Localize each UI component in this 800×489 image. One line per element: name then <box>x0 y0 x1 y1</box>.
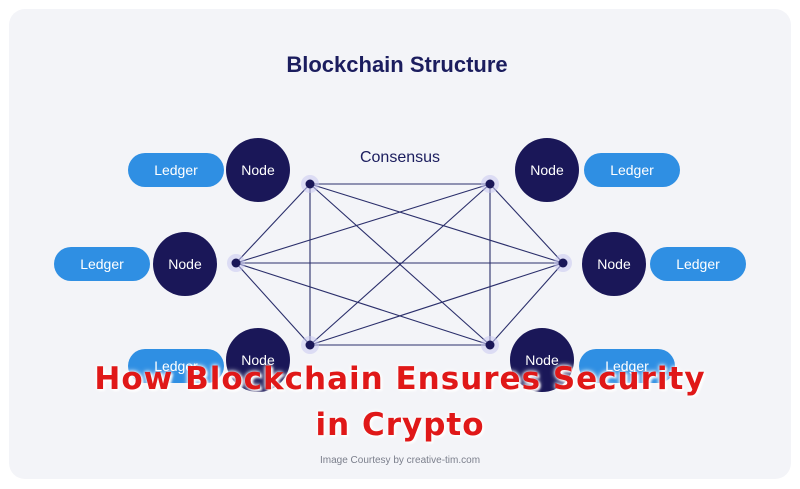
node-circle <box>226 138 290 202</box>
ledger-label: Ledger <box>610 162 654 178</box>
node-label: Node <box>241 352 275 368</box>
diagram-title: Blockchain Structure <box>286 52 507 77</box>
hub-point <box>305 340 315 350</box>
ledger-pill <box>128 349 224 383</box>
ledger-label: Ledger <box>80 256 124 272</box>
node-label: Node <box>597 256 631 272</box>
image-credit: Image Courtesy by creative-tim.com <box>319 455 481 466</box>
consensus-hubs <box>227 175 572 354</box>
network-edges <box>235 183 564 346</box>
overlay-headline: How Blockchain Ensures Security in Crypt… <box>0 356 800 448</box>
node-circle <box>153 232 217 296</box>
ledger-label: Ledger <box>605 358 649 374</box>
node-label: Node <box>530 162 564 178</box>
headline-line-1: How Blockchain Ensures Security <box>94 361 706 397</box>
hub-point <box>231 258 241 268</box>
hub-point <box>558 258 568 268</box>
network-edge <box>489 262 564 346</box>
node-circle <box>582 232 646 296</box>
consensus-label: Consensus <box>360 149 440 166</box>
network-edge <box>489 183 564 264</box>
node-ledger-unit: Ledger Node <box>582 232 746 296</box>
node-label: Node <box>241 162 275 178</box>
network-edge <box>309 183 564 264</box>
diagram-card <box>9 9 791 479</box>
network-edge <box>309 262 564 346</box>
ledger-label: Ledger <box>154 162 198 178</box>
node-circle <box>510 328 574 392</box>
node-ledger-unit: Ledger Node <box>128 328 290 392</box>
hub-point <box>305 179 315 189</box>
ledger-pill <box>579 349 675 383</box>
node-ledger-unit: Ledger Node <box>54 232 217 296</box>
node-circle <box>515 138 579 202</box>
network-edge <box>235 183 491 264</box>
network-edge <box>235 183 311 264</box>
hub-point <box>485 340 495 350</box>
node-label: Node <box>168 256 202 272</box>
node-ledger-unit: Ledger Node <box>128 138 290 202</box>
headline-line-2: in Crypto <box>315 407 485 443</box>
node-label: Node <box>525 352 559 368</box>
ledger-label: Ledger <box>676 256 720 272</box>
node-ledger-unit: Ledger Node <box>510 328 675 392</box>
hub-point <box>485 179 495 189</box>
ledger-pill <box>650 247 746 281</box>
network-edge <box>309 183 491 346</box>
node-circle <box>226 328 290 392</box>
ledger-pill <box>584 153 680 187</box>
node-ledger-unit: Ledger Node <box>515 138 680 202</box>
ledger-label: Ledger <box>154 358 198 374</box>
ledger-pill <box>54 247 150 281</box>
network-edge <box>235 262 491 346</box>
ledger-pill <box>128 153 224 187</box>
network-edge <box>235 262 311 346</box>
